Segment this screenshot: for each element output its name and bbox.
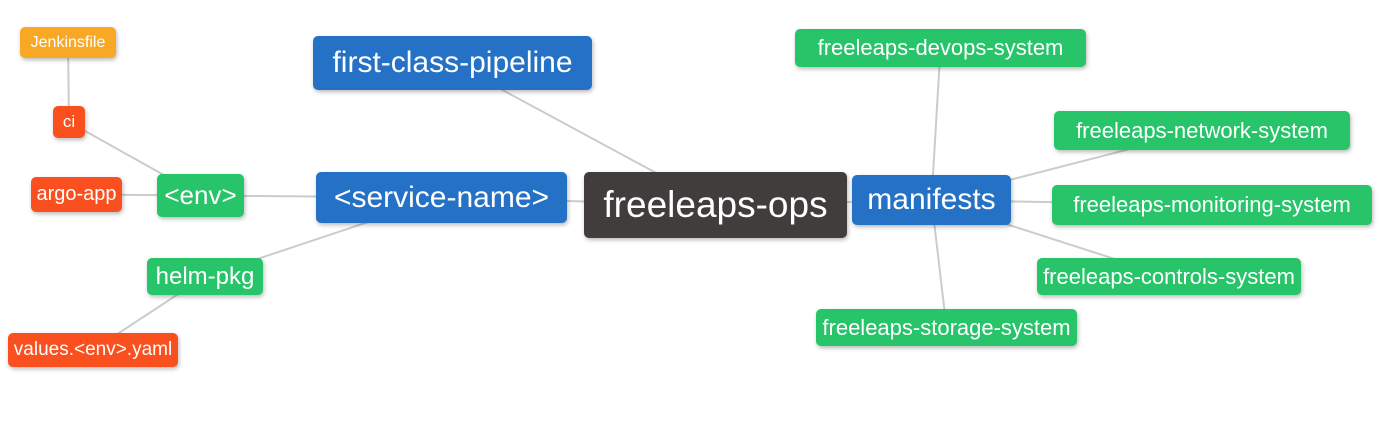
node-manifests[interactable]: manifests <box>852 175 1011 225</box>
node-values-env-yaml[interactable]: values.<env>.yaml <box>8 333 178 367</box>
node-first-class-pipeline[interactable]: first-class-pipeline <box>313 36 592 90</box>
node-freeleaps-devops-system[interactable]: freeleaps-devops-system <box>795 29 1086 67</box>
node-argo-app[interactable]: argo-app <box>31 177 122 212</box>
node-helm-pkg[interactable]: helm-pkg <box>147 258 263 295</box>
node-env[interactable]: <env> <box>157 174 244 217</box>
node-freeleaps-network-system[interactable]: freeleaps-network-system <box>1054 111 1350 150</box>
node-ci[interactable]: ci <box>53 106 85 138</box>
node-freeleaps-monitoring-system[interactable]: freeleaps-monitoring-system <box>1052 185 1372 225</box>
node-freeleaps-controls-system[interactable]: freeleaps-controls-system <box>1037 258 1301 295</box>
node-service-name[interactable]: <service-name> <box>316 172 567 223</box>
node-freeleaps-storage-system[interactable]: freeleaps-storage-system <box>816 309 1077 346</box>
node-jenkinsfile[interactable]: Jenkinsfile <box>20 27 116 58</box>
node-freeleaps-ops-root[interactable]: freeleaps-ops <box>584 172 847 238</box>
edge-manifests-devops <box>930 47 942 201</box>
